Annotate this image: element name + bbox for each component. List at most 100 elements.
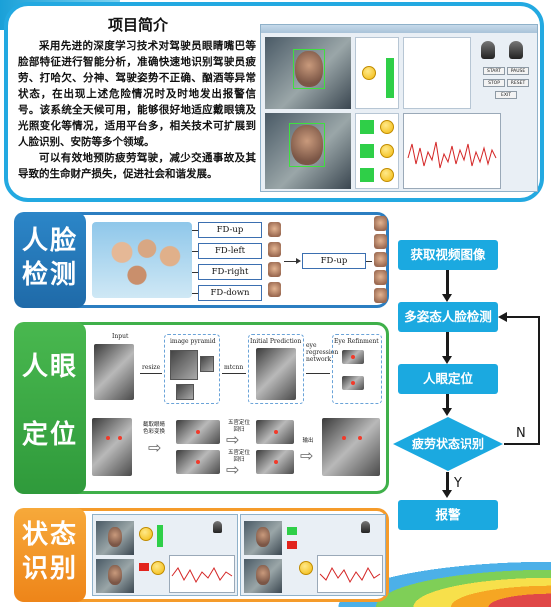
state-plot-line bbox=[319, 566, 381, 584]
smiley-icon-3 bbox=[380, 144, 394, 158]
state-plot bbox=[169, 555, 235, 593]
green-indicator bbox=[360, 120, 374, 134]
face-thumb bbox=[268, 262, 281, 277]
intro-panel: 项目简介 采用先进的深度学习技术对驾驶员眼睛嘴巴等脸部特征进行智能分析，准确快速… bbox=[4, 2, 544, 202]
face-thumb bbox=[268, 242, 281, 257]
smiley-icon bbox=[299, 561, 313, 575]
result-thumb bbox=[374, 270, 387, 285]
eye-point bbox=[196, 460, 200, 464]
eye-point bbox=[351, 381, 355, 385]
hollow-arrow-icon: ⇨ bbox=[148, 438, 162, 457]
arrow-fd-down bbox=[192, 293, 198, 294]
arrow-fd-left bbox=[192, 251, 198, 252]
intro-paragraph-1: 采用先进的深度学习技术对驾驶员眼睛嘴巴等脸部特征进行智能分析，准确快速地识别驾驶… bbox=[18, 40, 256, 148]
eye-point bbox=[274, 460, 278, 464]
initial-face-image bbox=[256, 348, 296, 400]
state-camera-view bbox=[244, 559, 282, 593]
state-screenshot-2 bbox=[240, 514, 386, 596]
hollow-arrow-icon: ⇨ bbox=[226, 430, 240, 449]
state-recognition-label-line1: 状态 bbox=[21, 520, 78, 550]
state-plot bbox=[317, 555, 383, 593]
decision-diamond-shape bbox=[393, 417, 503, 471]
fd-output-box: FD-up bbox=[302, 253, 366, 269]
flow-arrow bbox=[446, 270, 449, 296]
intro-text: 采用先进的深度学习技术对驾驶员眼睛嘴巴等脸部特征进行智能分析，准确快速地识别驾驶… bbox=[18, 38, 256, 182]
face-detection-label-line1: 人脸 bbox=[21, 226, 78, 256]
face-detection-label: 人脸 检测 bbox=[14, 212, 86, 308]
arrow-to-output bbox=[284, 261, 298, 262]
green-indicator-2 bbox=[360, 144, 374, 158]
face-thumb bbox=[268, 282, 281, 297]
regress-step-label-2: 五官定位回归 bbox=[227, 450, 250, 463]
smiley-icon bbox=[139, 527, 153, 541]
group-photo bbox=[92, 222, 192, 298]
initial-label: Initial Prediction bbox=[250, 338, 302, 345]
driver-face bbox=[256, 565, 270, 585]
arrow-head bbox=[296, 258, 301, 264]
loop-line-left bbox=[506, 316, 540, 318]
result-thumb bbox=[374, 216, 387, 231]
flow-step-face-detect: 多姿态人脸检测 bbox=[398, 302, 498, 332]
driver-face bbox=[108, 565, 122, 585]
smiley-icon-4 bbox=[380, 168, 394, 182]
helmet-icon bbox=[213, 521, 222, 533]
start-button[interactable]: START bbox=[483, 67, 505, 75]
camera-view-bottom bbox=[265, 113, 351, 189]
decision-label: 疲劳状态识别 bbox=[411, 437, 484, 451]
flow-arrow-head bbox=[442, 490, 452, 498]
eye-point bbox=[351, 355, 355, 359]
output-step-label: 输出 bbox=[302, 438, 314, 444]
green-indicator bbox=[287, 527, 297, 535]
flow-arrow-head bbox=[442, 408, 452, 416]
driver-face bbox=[256, 527, 270, 547]
initial-frame bbox=[248, 334, 304, 404]
result-thumb bbox=[374, 252, 387, 267]
flow-step-eye-locate: 人眼定位 bbox=[398, 364, 498, 394]
flow-arrow-head bbox=[442, 294, 452, 302]
input-label: Input bbox=[112, 333, 129, 340]
pause-button[interactable]: PAUSE bbox=[507, 67, 529, 75]
regress-step-label: 五官定位回归 bbox=[227, 420, 250, 433]
pyramid-level-1 bbox=[170, 350, 198, 380]
stop-button[interactable]: STOP bbox=[483, 79, 505, 87]
result-thumb bbox=[374, 234, 387, 249]
fd-left-box: FD-left bbox=[198, 243, 262, 259]
driver-face bbox=[295, 51, 323, 87]
alert-indicator bbox=[287, 541, 297, 549]
eye-point bbox=[274, 430, 278, 434]
arrow-mtcnn bbox=[222, 373, 246, 374]
exit-button[interactable]: EXIT bbox=[495, 91, 517, 99]
flow-arrow bbox=[446, 394, 449, 410]
status-panel-bottom bbox=[355, 113, 399, 189]
pyramid-level-2 bbox=[200, 356, 214, 372]
fd-up-box: FD-up bbox=[198, 222, 262, 238]
state-camera-view bbox=[244, 521, 282, 555]
smiley-icon bbox=[151, 561, 165, 575]
reset-button[interactable]: RESET bbox=[507, 79, 529, 87]
driver-face-2 bbox=[291, 125, 323, 165]
loop-line-right bbox=[504, 443, 540, 445]
helmet-icon-2 bbox=[509, 41, 523, 59]
helmet-icon bbox=[481, 41, 495, 59]
state-recognition-label: 状态 识别 bbox=[14, 508, 86, 602]
level-bar bbox=[386, 58, 394, 98]
green-indicator-3 bbox=[360, 168, 374, 182]
eye-localization-label: 人眼 定位 bbox=[14, 322, 86, 494]
face-detection-label-line2: 检测 bbox=[21, 260, 78, 290]
smiley-icon-2 bbox=[380, 120, 394, 134]
flow-decision: 疲劳状态识别 bbox=[392, 416, 504, 472]
loop-arrow-head bbox=[498, 312, 507, 322]
smiley-icon bbox=[362, 66, 376, 80]
status-panel-top bbox=[355, 37, 399, 109]
log-panel bbox=[403, 37, 471, 109]
face-detection-box-2 bbox=[289, 123, 325, 167]
state-recognition-label-line2: 识别 bbox=[21, 554, 78, 584]
output-face-image bbox=[322, 418, 380, 476]
landmark-point bbox=[106, 436, 110, 440]
flow-arrow bbox=[446, 332, 449, 358]
camera-view-top bbox=[265, 37, 351, 109]
arrow-fd-right bbox=[192, 272, 198, 273]
landmark-point bbox=[118, 436, 122, 440]
driver-face bbox=[108, 527, 122, 547]
mtcnn-label: mtcnn bbox=[224, 364, 244, 371]
